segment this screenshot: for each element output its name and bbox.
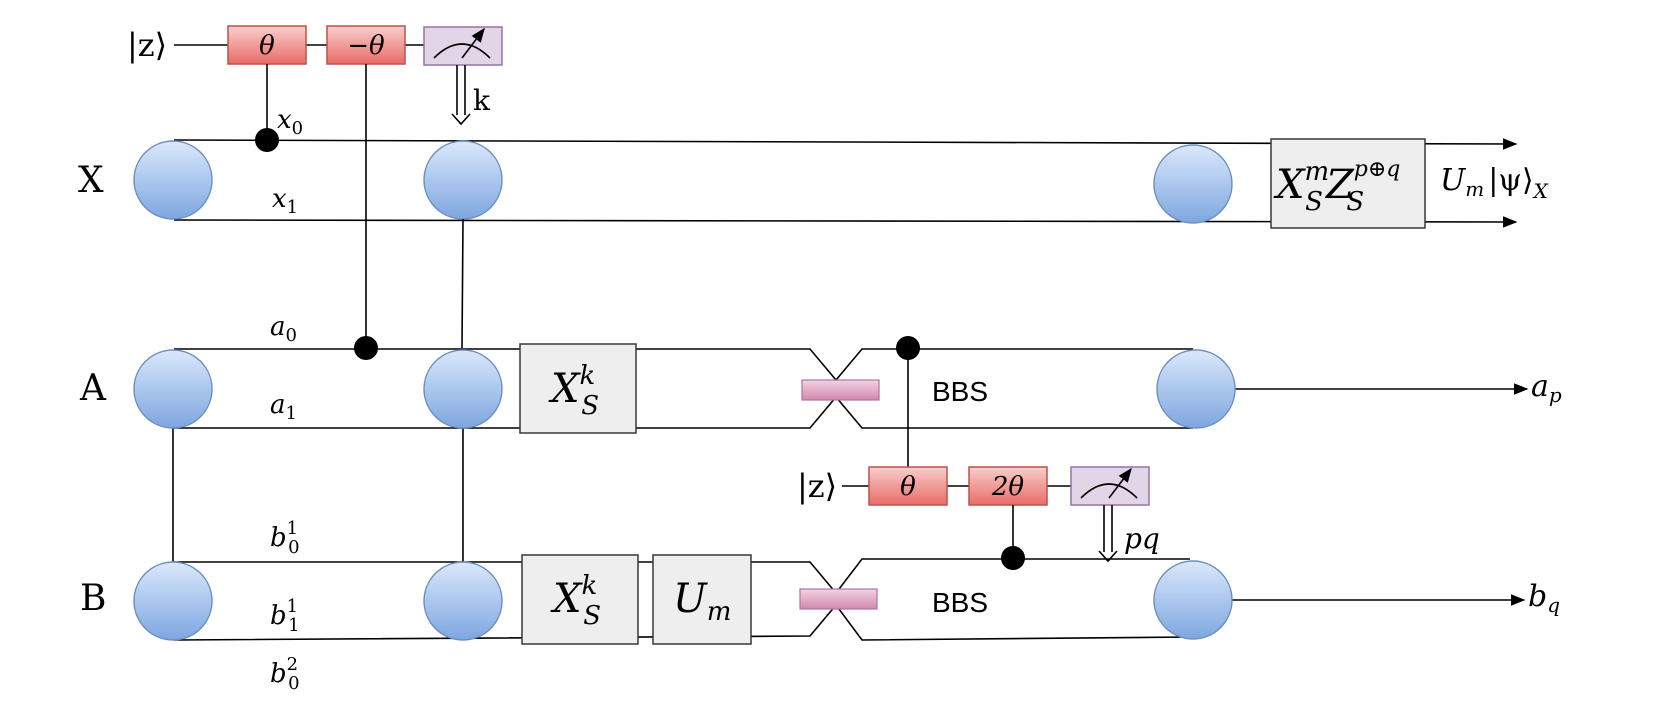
wire-a0-left: [174, 348, 1193, 382]
bbs-label-b: BBS: [932, 587, 988, 618]
output-label-x: Um|ψ⟩X: [1440, 163, 1549, 203]
ket-z-mid: |z⟩: [797, 467, 837, 505]
measure-out-mid-label: pq: [1124, 522, 1160, 555]
xsk-box-b: [521, 554, 639, 645]
node-x-1: [133, 140, 213, 220]
ancilla-mid: |z⟩ θ 2θ pq: [797, 466, 1160, 570]
gate-theta-mid-label: θ: [900, 472, 916, 502]
um-box: [652, 554, 752, 645]
meter-arc-mid: [1080, 483, 1138, 499]
gate-theta-top-label: θ: [259, 31, 275, 61]
measure-out-mid-head: [1098, 550, 1118, 563]
control-dot-x0: [255, 128, 279, 152]
link-x-a: [461, 218, 464, 349]
measure-out-top-label: k: [473, 84, 491, 117]
node-a-2: [423, 349, 503, 429]
row-label-b: B: [80, 578, 106, 619]
wire-label-a0: a0: [270, 312, 297, 346]
node-x-2: [423, 140, 503, 220]
meter-needle-mid: [1108, 467, 1132, 499]
meter-arc-top: [433, 43, 491, 59]
measurement-top: [423, 26, 503, 66]
node-x-3: [1153, 144, 1233, 224]
output-label-b: bq: [1528, 579, 1560, 617]
wire-label-x0: x0: [277, 105, 303, 139]
beam-splitter-b: [799, 588, 878, 610]
node-b-2: [423, 561, 503, 641]
control-dot-b-bbs: [1001, 546, 1025, 570]
gate-neg-theta: [326, 25, 406, 65]
beam-splitter-a: [801, 379, 880, 401]
node-a-3: [1156, 349, 1236, 429]
gate-neg-theta-label: −θ: [347, 31, 385, 61]
output-label-a: ap: [1531, 369, 1562, 407]
wire-a1-left: [174, 395, 1193, 429]
ancilla-top: |z⟩ θ −θ k: [127, 25, 503, 360]
meter-needle-top: [461, 27, 485, 59]
node-b-3: [1153, 560, 1233, 640]
gate-theta-top: [227, 25, 307, 65]
xsk-box-a: [519, 343, 637, 434]
gate-two-theta-label: 2θ: [991, 472, 1025, 502]
measurement-mid: [1070, 466, 1150, 506]
gate-two-theta: [968, 466, 1048, 506]
correction-box: [1270, 138, 1426, 229]
wire-label-a1: a1: [270, 390, 297, 424]
row-label-a: A: [79, 368, 107, 409]
row-label-x: X: [78, 160, 104, 201]
ket-z-top: |z⟩: [127, 26, 167, 64]
bbs-label-a: BBS: [932, 376, 988, 407]
um-label: Um: [673, 576, 731, 627]
wire-label-x1: x1: [272, 184, 298, 218]
measure-out-top-head: [451, 113, 471, 126]
node-b-1: [133, 561, 213, 641]
control-dot-a0: [354, 336, 378, 360]
gate-theta-mid: [868, 466, 948, 506]
node-a-1: [133, 349, 213, 429]
